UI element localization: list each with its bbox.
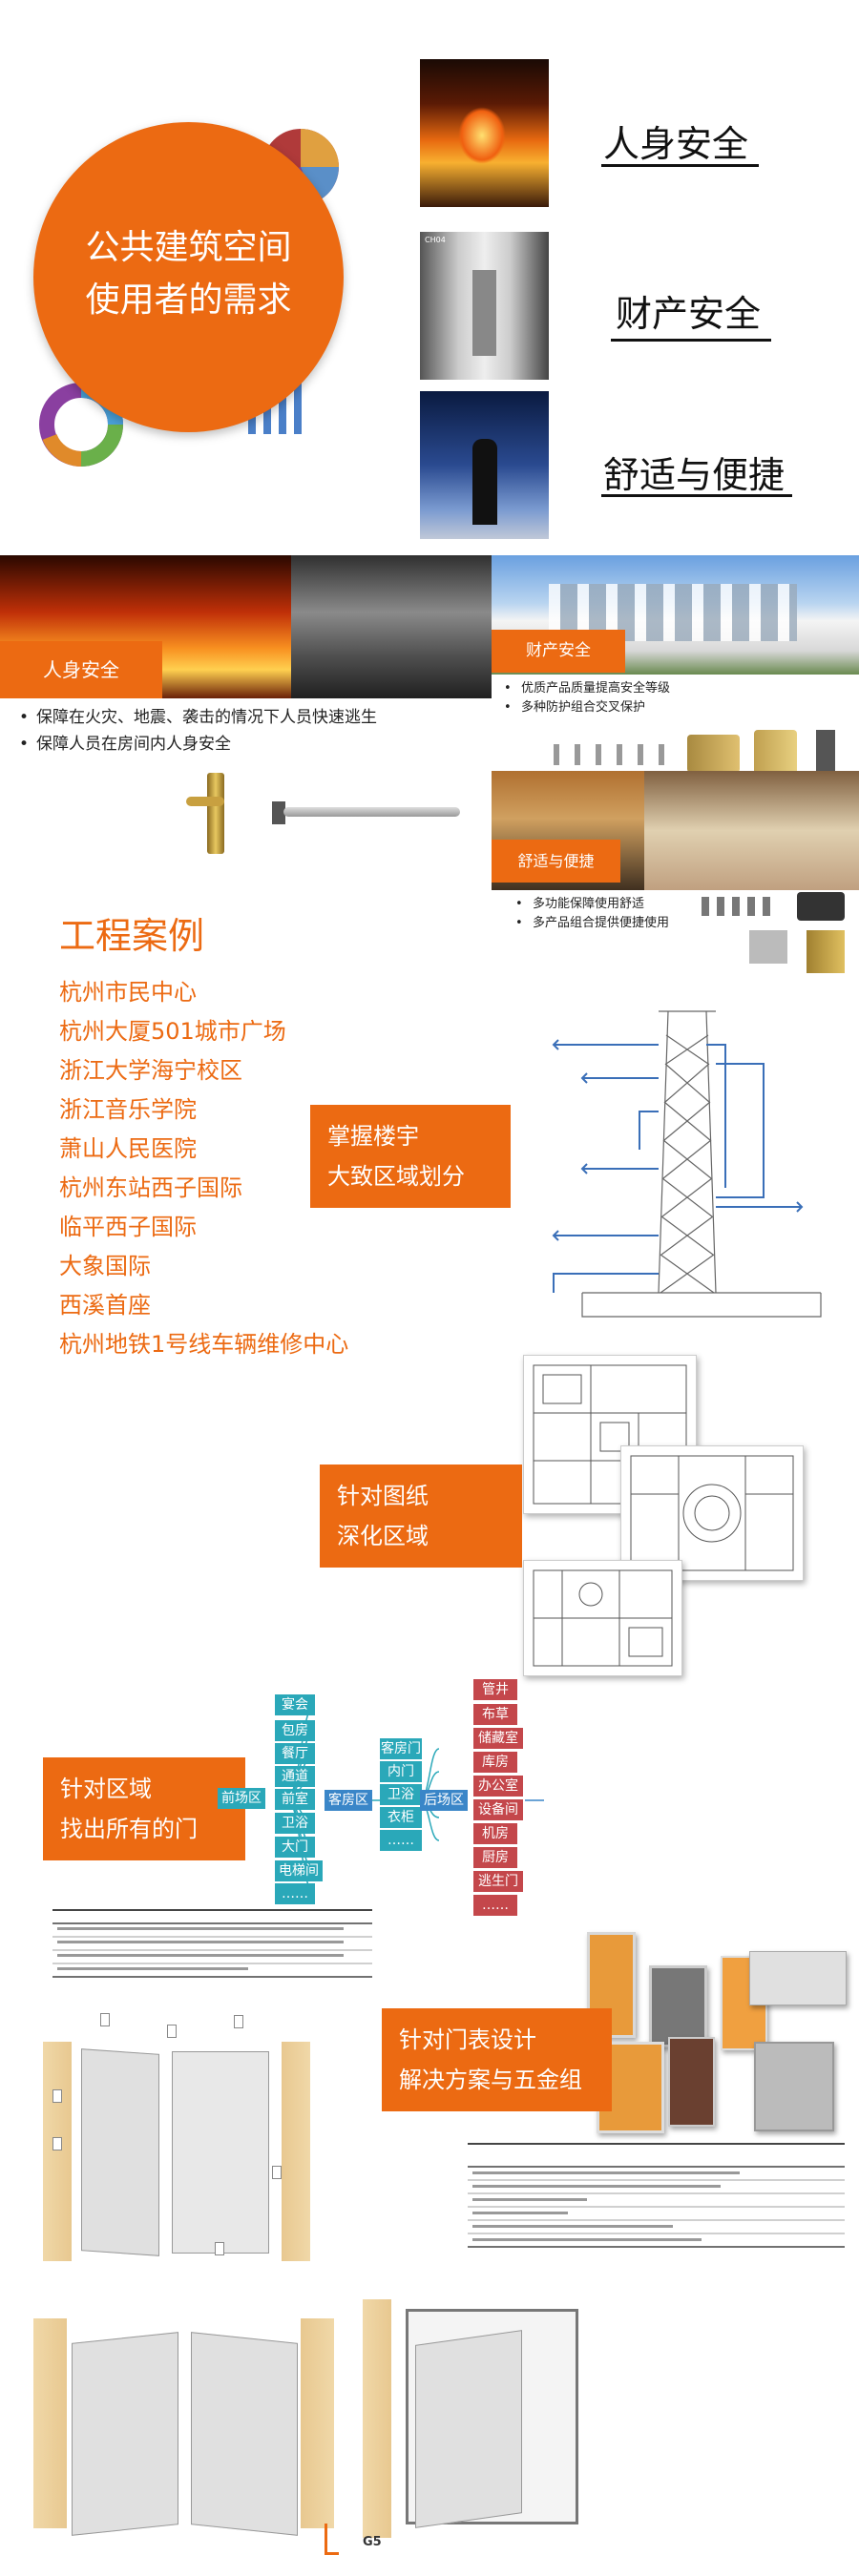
drawings-tag: 针对图纸 深化区域 [320, 1465, 522, 1568]
drawings-tag-line1: 针对图纸 [337, 1483, 429, 1509]
tower-elevation-diagram [552, 1010, 822, 1318]
door-sample-2 [649, 1965, 707, 2047]
photo-hotel-room [644, 771, 859, 890]
back-item: 库房 [473, 1752, 517, 1773]
back-item: 厨房 [473, 1847, 517, 1868]
footer-code: G5 [363, 2535, 382, 2549]
back-item: 逃生门 [473, 1871, 523, 1892]
front-item: …… [275, 1883, 315, 1904]
comfort-points: 多功能保障使用舒适 多产品组合提供便捷使用 [515, 895, 669, 933]
property-safety-label: 财产安全 [492, 630, 625, 673]
photo-corridor-cctv: CH04 [420, 232, 549, 380]
front-item: 通道 [275, 1766, 315, 1787]
guest-item: 客房门 [380, 1738, 422, 1759]
zone-back: 后场区 [420, 1790, 468, 1811]
hero-item-property: 财产安全 [616, 293, 762, 335]
zoning-tag: 掌握楼宇 大致区域划分 [310, 1105, 511, 1208]
project-item: 杭州市民中心 [59, 979, 197, 1006]
front-item: 卫浴 [275, 1813, 315, 1834]
floor-plan-2 [620, 1445, 804, 1581]
comfort-hardware-set [702, 892, 854, 978]
lever-lock-image [186, 773, 243, 859]
hero-section: 公共建筑空间 使用者的需求 CH04 人身安全 财产安全 舒适与便捷 [0, 0, 859, 553]
property-point: 优质产品质量提高安全等级 [504, 679, 670, 698]
hardware-tag-line1: 针对门表设计 [399, 2026, 536, 2053]
guest-item: …… [380, 1830, 422, 1851]
project-item: 西溪首座 [59, 1292, 151, 1319]
zoning-tag-line2: 大致区域划分 [327, 1163, 465, 1190]
personal-safety-label: 人身安全 [0, 641, 162, 698]
back-item: 办公室 [473, 1776, 523, 1797]
hardware-tag: 针对门表设计 解决方案与五金组 [382, 2008, 612, 2111]
door-sample-6 [668, 2037, 715, 2127]
project-item: 浙江大学海宁校区 [59, 1057, 242, 1084]
project-list: 杭州市民中心 杭州大厦501城市广场 浙江大学海宁校区 浙江音乐学院 萧山人民医… [59, 973, 348, 1364]
underline-2 [611, 339, 771, 342]
zones-tag-line1: 针对区域 [60, 1776, 152, 1802]
project-item: 杭州东站西子国际 [59, 1174, 242, 1201]
bar-chart-bg [248, 377, 302, 434]
front-item: 餐厅 [275, 1743, 315, 1764]
floor-plan-3 [523, 1560, 682, 1676]
back-item: 设备间 [473, 1799, 523, 1820]
back-item: 机房 [473, 1823, 517, 1844]
guest-item: 卫浴 [380, 1784, 422, 1805]
underline-3 [601, 494, 792, 497]
guest-item: 衣柜 [380, 1807, 422, 1828]
circle-title-line1: 公共建筑空间 [85, 228, 292, 267]
door-diagram-single [363, 2299, 639, 2538]
comfort-point: 多功能保障使用舒适 [515, 895, 669, 914]
front-item: 前室 [275, 1789, 315, 1810]
zone-front: 前场区 [218, 1788, 265, 1809]
property-safety-points: 优质产品质量提高安全等级 多种防护组合交叉保护 [504, 679, 670, 717]
project-item: 临平西子国际 [59, 1214, 197, 1240]
lock-hardware-set [554, 725, 849, 782]
project-item: 浙江音乐学院 [59, 1096, 197, 1123]
project-item: 萧山人民医院 [59, 1135, 197, 1162]
underline-1 [601, 164, 759, 167]
door-sample-7 [754, 2042, 834, 2131]
door-diagram-corridor [33, 2299, 334, 2538]
photo-hotel-entrance [420, 391, 549, 539]
photo-fire-building [420, 59, 549, 207]
back-item: 储藏室 [473, 1728, 523, 1749]
front-item: 电梯间 [275, 1860, 323, 1881]
panic-bar-image [272, 797, 463, 825]
comfort-label: 舒适与便捷 [492, 840, 620, 883]
door-schedule-small [52, 1908, 372, 1984]
door-schedule-large [468, 2142, 845, 2256]
donut-chart [39, 383, 123, 467]
hardware-tag-line2: 解决方案与五金组 [399, 2067, 582, 2093]
footer-bracket-icon [325, 2524, 339, 2555]
hero-circle: 公共建筑空间 使用者的需求 [33, 122, 344, 432]
circle-title-line2: 使用者的需求 [85, 280, 292, 320]
personal-point: 保障人员在房间内人身安全 [19, 731, 377, 758]
door-diagram-double: ​ ​ ​ ​ ​ ​ ​ [43, 2013, 310, 2261]
project-item: 杭州地铁1号线车辆维修中心 [59, 1331, 349, 1358]
zone-guest: 客房区 [325, 1790, 372, 1811]
front-item: 大门 [275, 1837, 315, 1858]
door-sample-4 [749, 1951, 847, 2005]
zoning-tag-line1: 掌握楼宇 [327, 1123, 419, 1150]
back-item: 布草 [473, 1704, 517, 1725]
guest-item: 内门 [380, 1761, 422, 1782]
zones-tag-line2: 找出所有的门 [60, 1816, 198, 1842]
back-item: …… [473, 1895, 517, 1916]
front-item: 包房 [275, 1720, 315, 1741]
comfort-point: 多产品组合提供便捷使用 [515, 914, 669, 933]
hero-item-personal: 人身安全 [603, 123, 749, 165]
project-item: 大象国际 [59, 1253, 151, 1279]
front-item: 宴会 [275, 1694, 315, 1715]
drawings-tag-line2: 深化区域 [337, 1523, 429, 1549]
project-item: 杭州大厦501城市广场 [59, 1018, 286, 1045]
zones-tag: 针对区域 找出所有的门 [43, 1757, 245, 1860]
projects-heading: 工程案例 [59, 915, 205, 957]
personal-safety-points: 保障在火灾、地震、袭击的情况下人员快速逃生 保障人员在房间内人身安全 [19, 704, 377, 758]
hero-item-comfort: 舒适与便捷 [603, 454, 786, 496]
photo-earthquake-city [291, 555, 492, 698]
property-point: 多种防护组合交叉保护 [504, 698, 670, 717]
personal-point: 保障在火灾、地震、袭击的情况下人员快速逃生 [19, 704, 377, 731]
back-item: 管井 [473, 1679, 517, 1700]
